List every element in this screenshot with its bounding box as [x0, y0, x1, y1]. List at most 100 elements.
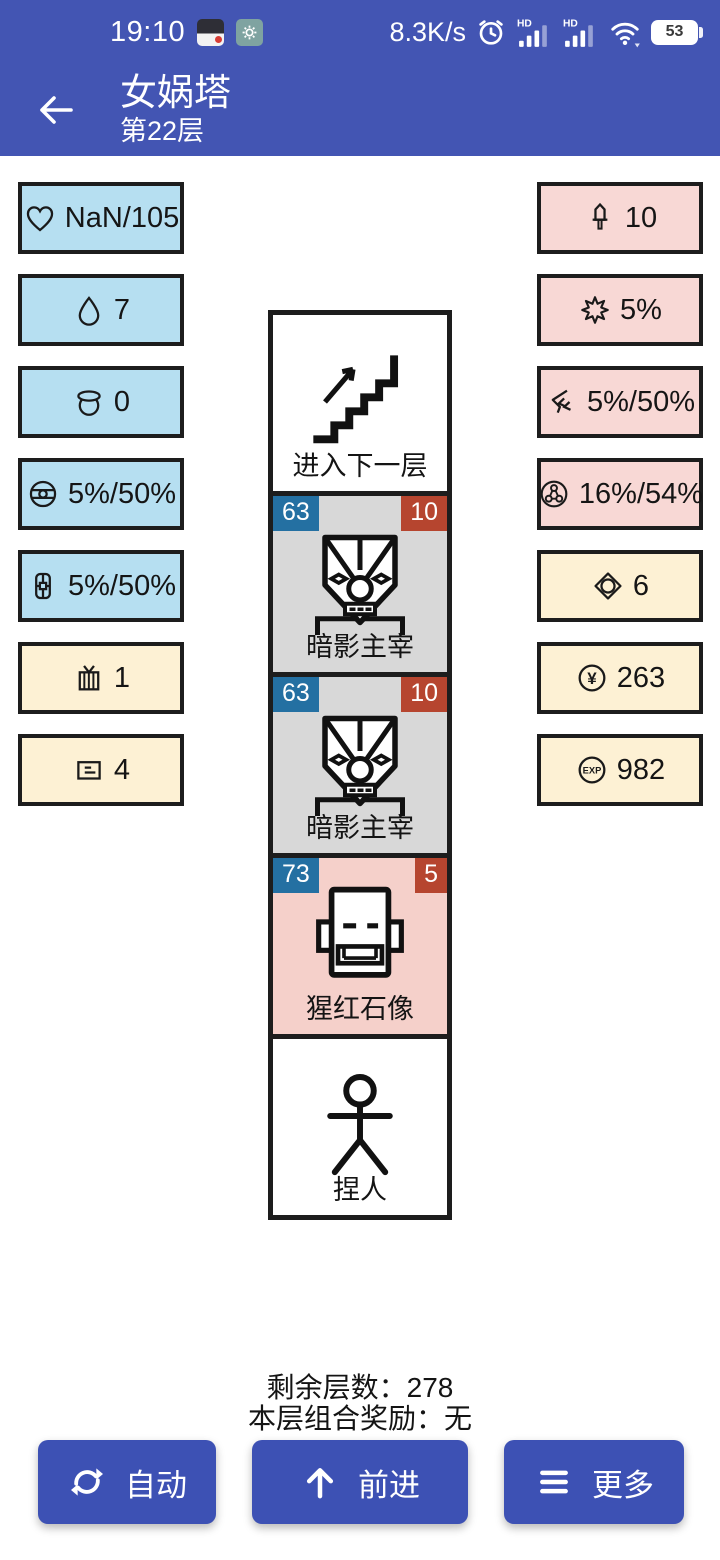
shadow-lord-icon — [273, 520, 447, 640]
footer-info: 剩余层数：278 本层组合奖励：无 — [0, 1372, 720, 1434]
auto-button[interactable]: 自动 — [38, 1440, 216, 1524]
network-speed: 8.3K/s — [389, 16, 466, 47]
halo-icon — [77, 390, 101, 416]
auto-button-label: 自动 — [125, 1467, 187, 1503]
stat-value: 6 — [632, 569, 650, 602]
stat-exp: EXP 982 — [537, 734, 703, 806]
stat-value: 5%/50% — [67, 477, 176, 510]
stat-attack: 10 — [537, 182, 703, 254]
combo-reward-value: 无 — [444, 1403, 473, 1434]
stat-deflect: 5%/50% — [537, 366, 703, 438]
stat-hp: NaN/105 — [18, 182, 184, 254]
hp-badge: 73 — [273, 858, 319, 893]
tile-player[interactable]: 捏人 — [268, 1034, 452, 1220]
player-icon — [273, 1069, 447, 1179]
title-block: 女娲塔 第22层 — [120, 71, 231, 149]
page-title: 女娲塔 — [120, 71, 231, 113]
stat-value: 10 — [624, 201, 658, 234]
stat-value: 982 — [616, 753, 666, 786]
forward-button[interactable]: 前进 — [252, 1440, 468, 1524]
gear-icon — [236, 18, 264, 46]
svg-text:HD: HD — [563, 18, 578, 29]
tile-label: 捏人 — [333, 1175, 387, 1205]
exp-icon: EXP — [578, 756, 606, 784]
combo-reward-label: 本层组合奖励： — [247, 1403, 444, 1434]
svg-text:EXP: EXP — [582, 766, 601, 776]
sim1-signal-icon: HD — [517, 18, 547, 47]
tile-statue[interactable]: 73 5 猩红石像 — [268, 853, 452, 1039]
up-arrow-icon — [306, 1468, 334, 1499]
basket-icon — [78, 665, 100, 691]
deflect-icon — [551, 389, 571, 414]
sim2-signal-icon: HD — [563, 18, 593, 47]
battery-icon: 53 — [651, 19, 703, 45]
notification-app-icon — [197, 18, 225, 46]
capsule-icon — [35, 572, 51, 600]
svg-text:HD: HD — [517, 18, 532, 29]
left-stat-column: NaN/105 7 0 5%/50% — [18, 182, 184, 806]
stairs-icon — [273, 339, 447, 451]
tile-column: 进入下一层 63 10 暗影主宰 — [268, 310, 452, 1220]
topbar: 19:10 8.3K/s HD — [0, 0, 720, 156]
stat-capsule: 5%/50% — [18, 550, 184, 622]
back-button[interactable] — [34, 90, 78, 130]
refresh-icon — [71, 1468, 103, 1496]
stat-value: 16%/54% — [578, 477, 704, 510]
stat-gem: 6 — [537, 550, 703, 622]
more-button-label: 更多 — [592, 1467, 654, 1503]
stat-value: 1 — [113, 661, 131, 694]
forward-button-label: 前进 — [358, 1467, 420, 1503]
tile-label: 暗影主宰 — [306, 813, 414, 843]
alarm-icon — [479, 20, 503, 45]
crimson-statue-icon — [273, 878, 447, 1002]
stat-value: NaN/105 — [64, 201, 180, 234]
status-right: 8.3K/s HD HD — [389, 16, 704, 49]
stat-halo: 0 — [18, 366, 184, 438]
wifi-icon — [611, 22, 640, 47]
tile-label: 猩红石像 — [306, 994, 414, 1024]
clock: 19:10 — [110, 15, 186, 48]
tile-next-floor[interactable]: 进入下一层 — [268, 310, 452, 496]
tile-monster-1[interactable]: 63 10 暗影主宰 — [268, 491, 452, 677]
stat-ball: 5%/50% — [18, 458, 184, 530]
svg-text:¥: ¥ — [587, 669, 597, 688]
remaining-floors-value: 278 — [406, 1372, 454, 1403]
back-arrow-icon — [40, 96, 73, 124]
stat-money: ¥ 263 — [537, 642, 703, 714]
tile-monster-2[interactable]: 63 10 暗影主宰 — [268, 672, 452, 858]
stat-value: 5% — [620, 293, 662, 326]
heart-icon — [26, 206, 53, 232]
stat-crit: 5% — [537, 274, 703, 346]
battery-nub — [699, 27, 703, 38]
header: 女娲塔 第22层 — [0, 64, 720, 156]
stat-value: 0 — [113, 385, 131, 418]
more-button[interactable]: 更多 — [504, 1440, 684, 1524]
hp-badge: 63 — [273, 677, 319, 712]
atk-badge: 5 — [415, 858, 447, 893]
tile-label: 进入下一层 — [292, 451, 428, 481]
yuan-icon: ¥ — [578, 664, 606, 692]
battery-percent: 53 — [665, 23, 684, 40]
status-bar: 19:10 8.3K/s HD — [0, 0, 720, 64]
red-dot — [215, 35, 223, 43]
ball-icon — [29, 480, 57, 508]
atk-badge: 10 — [401, 496, 447, 531]
stat-value: 7 — [113, 293, 131, 326]
stat-card: 4 — [18, 734, 184, 806]
stat-basket: 1 — [18, 642, 184, 714]
shadow-lord-icon — [273, 701, 447, 821]
atk-badge: 10 — [401, 677, 447, 712]
menu-icon — [540, 1470, 568, 1494]
drop-icon — [78, 296, 100, 326]
stat-value: 5%/50% — [67, 569, 176, 602]
stat-water: 7 — [18, 274, 184, 346]
combo-reward-line: 本层组合奖励：无 — [0, 1403, 720, 1434]
stat-value: 263 — [616, 661, 666, 694]
sword-icon — [592, 202, 608, 230]
stat-combo: 16%/54% — [537, 458, 703, 530]
remaining-floors-label: 剩余层数： — [266, 1372, 407, 1403]
hp-badge: 63 — [273, 496, 319, 531]
tile-label: 暗影主宰 — [306, 632, 414, 662]
card-icon — [77, 761, 101, 780]
right-stat-column: 10 5% 5%/50% 16%/54% — [537, 182, 703, 806]
